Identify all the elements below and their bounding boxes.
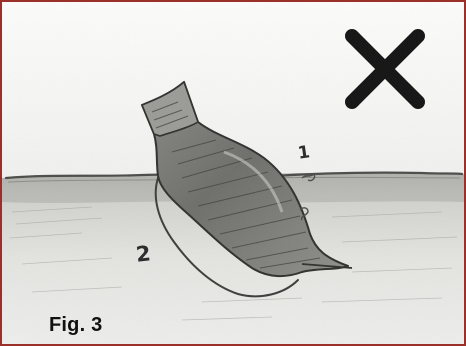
figure-caption: Fig. 3 <box>49 314 102 337</box>
sketch-illustration <box>2 2 464 344</box>
annotation-2: 2 <box>135 241 152 266</box>
